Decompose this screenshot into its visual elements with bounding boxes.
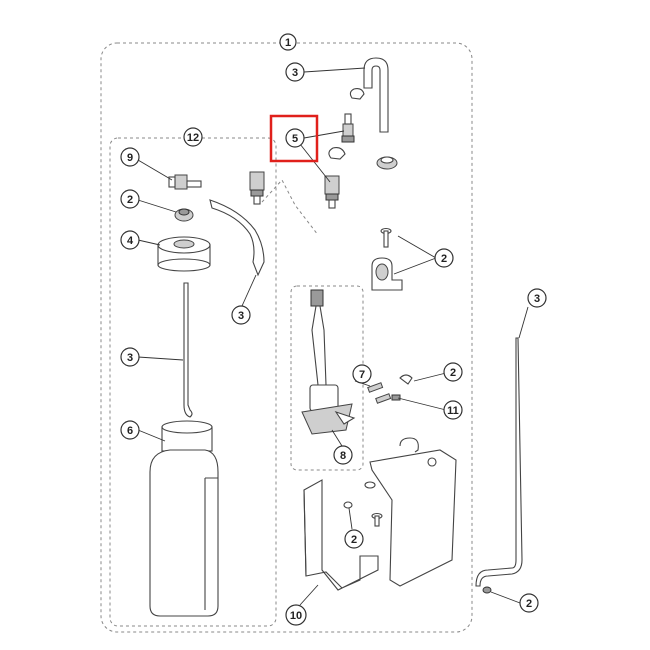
- callout-1: 1: [279, 33, 297, 51]
- grommet-left: [174, 208, 194, 222]
- pump-8: [301, 289, 356, 435]
- callout-2-fitting: 2: [443, 362, 463, 382]
- callout-6-label: 6: [127, 425, 133, 437]
- callout-2-bolt-bottom-right: 2: [519, 593, 539, 613]
- callout-3-long-tube-label: 3: [127, 352, 133, 364]
- hose-top: [363, 57, 389, 133]
- callout-3-long-hose-right-label: 3: [534, 293, 540, 305]
- long-tube: [183, 282, 193, 418]
- bottle-6: [149, 420, 219, 617]
- small-hardware: [343, 481, 383, 527]
- callout-12: 12: [183, 127, 203, 147]
- connector-left: [249, 171, 265, 205]
- callout-3-long-tube: 3: [120, 347, 140, 367]
- clip-ring-mid: [328, 147, 346, 160]
- clamp-right: [371, 257, 403, 291]
- callout-5-label: 5: [292, 133, 298, 145]
- callout-10: 10: [285, 604, 307, 626]
- callout-2-nut-label: 2: [351, 534, 357, 546]
- callout-1-label: 1: [285, 37, 291, 49]
- callout-3-long-hose-right: 3: [527, 288, 547, 308]
- clip-ring-top: [349, 88, 365, 100]
- callout-2-bolt-clamp: 2: [434, 248, 454, 268]
- cap-4: [157, 236, 211, 272]
- callout-2-grommet-label: 2: [127, 194, 133, 206]
- callout-2-bolt-bottom-right-label: 2: [526, 598, 532, 610]
- highlight-box[interactable]: [269, 114, 319, 163]
- dashed-link: [261, 179, 319, 236]
- callout-7: 7: [352, 364, 372, 384]
- pump-group-boundary: [290, 285, 364, 471]
- callout-3-bent-tube-label: 3: [238, 310, 244, 322]
- callout-2-fitting-label: 2: [450, 367, 456, 379]
- leader-lines: [137, 67, 529, 606]
- callout-5: 5: [285, 128, 305, 148]
- callout-2-nut: 2: [344, 529, 364, 549]
- long-hose-right: [475, 337, 523, 587]
- bolt-bottom-right: [482, 586, 492, 594]
- callout-9-label: 9: [127, 152, 133, 164]
- callout-4: 4: [120, 230, 140, 250]
- callout-4-label: 4: [127, 235, 134, 247]
- grommet-right: [376, 156, 398, 170]
- callout-6: 6: [120, 420, 140, 440]
- callout-3-bent-tube: 3: [231, 305, 251, 325]
- callout-12-label: 12: [187, 132, 199, 144]
- callout-10-label: 10: [290, 610, 302, 622]
- connector-part-5-lower: [324, 175, 340, 209]
- callout-8-label: 8: [340, 450, 346, 462]
- callout-9: 9: [120, 147, 140, 167]
- callout-2-grommet: 2: [120, 189, 140, 209]
- fittings-7-11: [367, 374, 413, 404]
- bent-tube: [209, 199, 265, 277]
- callout-2-bolt-clamp-label: 2: [441, 253, 447, 265]
- callout-7-label: 7: [359, 369, 365, 381]
- callout-11: 11: [443, 400, 463, 420]
- callout-3-hose-top-label: 3: [292, 67, 298, 79]
- callout-3-hose-top: 3: [285, 62, 305, 82]
- callout-8: 8: [333, 445, 353, 465]
- elbow-fitting-9: [168, 174, 202, 190]
- callout-11-label: 11: [447, 405, 459, 417]
- connector-part-5-upper: [341, 113, 355, 143]
- bolt-right: [380, 227, 392, 248]
- bracket-plate-10: [303, 437, 457, 591]
